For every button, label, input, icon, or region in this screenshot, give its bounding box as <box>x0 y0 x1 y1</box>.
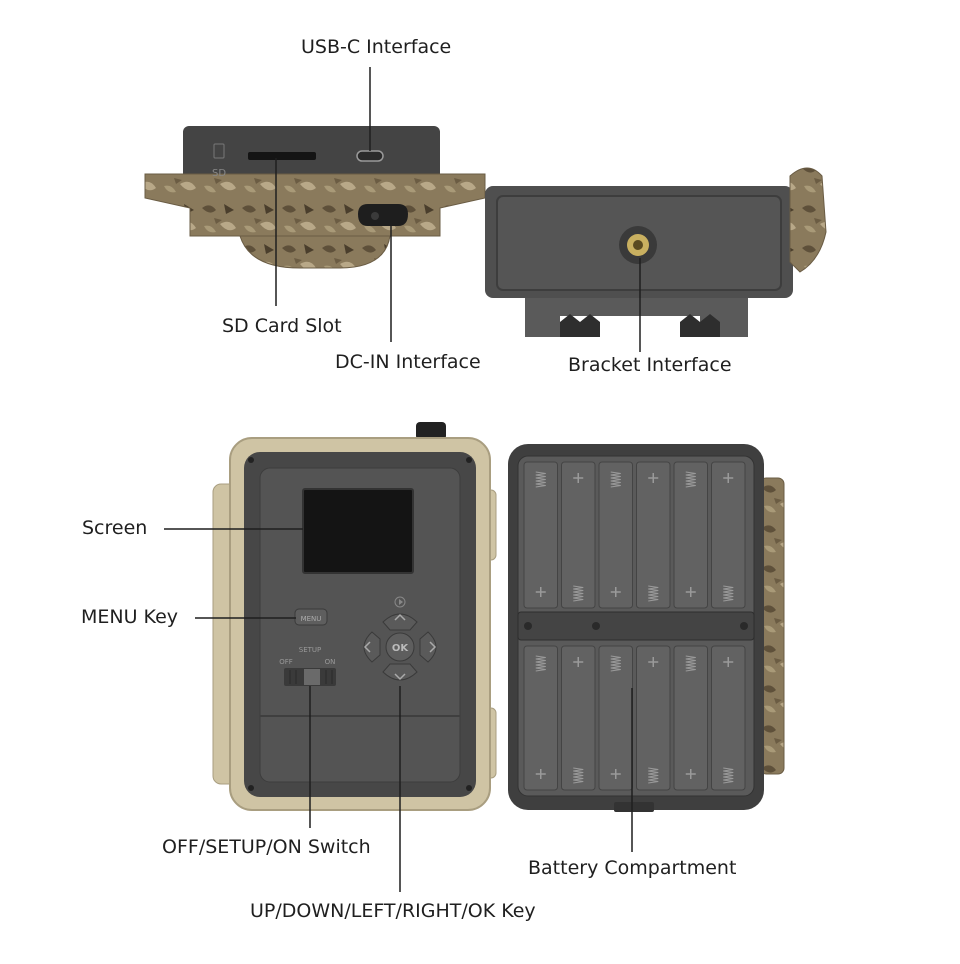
battery-plus-icon <box>685 769 696 779</box>
up-arrow-icon <box>394 613 406 621</box>
mount-teeth-left <box>560 314 600 337</box>
screw <box>466 457 472 463</box>
play-triangle-icon <box>399 599 403 605</box>
battery-plus-icon <box>535 769 546 779</box>
sd-marking: SD <box>212 168 226 179</box>
label-battery-compartment: Battery Compartment <box>528 857 737 879</box>
battery-slot <box>598 461 633 609</box>
battery-spring-icon <box>685 655 696 672</box>
camo-lens-hood <box>239 235 391 269</box>
screw <box>524 622 532 630</box>
mode-switch-thumb <box>304 669 320 685</box>
lcd-screen <box>302 488 414 574</box>
setup-marking: SETUP <box>299 646 322 654</box>
screw <box>248 785 254 791</box>
battery-slot <box>673 645 708 791</box>
battery-plus-icon <box>648 657 659 667</box>
camera-back-view <box>485 167 827 337</box>
battery-spring-icon <box>610 655 621 672</box>
sd-card-icon <box>213 143 225 159</box>
menu-button-label: MENU <box>301 615 322 623</box>
switch-ridges <box>289 670 333 684</box>
camera-control-panel: MENU SETUP OFF ON OK <box>212 422 497 811</box>
battery-plus-icon <box>723 473 734 483</box>
ok-key <box>385 632 415 662</box>
screw <box>466 785 472 791</box>
down-key <box>382 663 418 681</box>
ok-key-label: OK <box>392 643 410 654</box>
off-marking: OFF <box>279 658 293 666</box>
left-key <box>363 631 381 663</box>
screw <box>740 622 748 630</box>
battery-spring-icon <box>723 767 734 784</box>
label-screen: Screen <box>82 517 148 539</box>
battery-compartment-view <box>508 444 785 812</box>
play-indicator-icon <box>394 596 406 608</box>
menu-button <box>294 608 328 626</box>
on-marking: ON <box>325 658 336 666</box>
latch-clip <box>789 167 827 273</box>
mount-teeth-right <box>680 314 720 337</box>
battery-plus-icon <box>535 587 546 597</box>
camera-bottom-view: SD <box>144 126 486 269</box>
camo-housing <box>144 173 486 237</box>
battery-spring-icon <box>573 767 584 784</box>
label-usb-c-interface: USB-C Interface <box>301 36 452 58</box>
label-dc-in-interface: DC-IN Interface <box>335 351 481 373</box>
battery-retaining-bar <box>517 611 755 641</box>
left-arrow-icon <box>363 641 371 653</box>
top-knob <box>416 422 446 440</box>
door-latch <box>614 802 654 812</box>
dc-in-port <box>358 204 408 226</box>
up-key <box>382 613 418 631</box>
right-key <box>419 631 437 663</box>
right-arrow-icon <box>429 641 437 653</box>
battery-plus-icon <box>610 769 621 779</box>
label-direction-ok-keys: UP/DOWN/LEFT/RIGHT/OK Key <box>250 900 536 922</box>
battery-slot <box>561 461 596 609</box>
screw <box>592 622 600 630</box>
battery-slot <box>523 461 558 609</box>
battery-spring-icon <box>573 585 584 602</box>
battery-slot <box>636 645 671 791</box>
label-sd-card-slot: SD Card Slot <box>222 315 342 337</box>
battery-plus-icon <box>610 587 621 597</box>
bracket-socket-thread <box>633 240 643 250</box>
battery-spring-icon <box>648 767 659 784</box>
battery-slot <box>673 461 708 609</box>
battery-slot <box>523 645 558 791</box>
battery-slot <box>636 461 671 609</box>
battery-plus-icon <box>573 657 584 667</box>
sd-card-slot <box>248 152 316 160</box>
leader-lines <box>164 67 641 892</box>
bracket-mount-base <box>525 288 748 337</box>
battery-plus-icon <box>573 473 584 483</box>
battery-slot <box>711 645 746 791</box>
screw <box>248 457 254 463</box>
battery-plus-icon <box>685 587 696 597</box>
down-arrow-icon <box>394 673 406 681</box>
battery-plus-icon <box>723 657 734 667</box>
label-menu-key: MENU Key <box>81 606 179 628</box>
battery-spring-icon <box>648 585 659 602</box>
battery-spring-icon <box>685 471 696 488</box>
battery-spring-icon <box>610 471 621 488</box>
battery-spring-icon <box>723 585 734 602</box>
label-off-setup-on-switch: OFF/SETUP/ON Switch <box>162 836 371 858</box>
battery-spring-icon <box>535 655 546 672</box>
battery-slot <box>561 645 596 791</box>
label-bracket-interface: Bracket Interface <box>568 354 732 376</box>
battery-slot <box>711 461 746 609</box>
dc-in-pin <box>371 212 379 220</box>
battery-spring-icon <box>535 471 546 488</box>
usb-c-port <box>356 150 384 162</box>
battery-plus-icon <box>648 473 659 483</box>
